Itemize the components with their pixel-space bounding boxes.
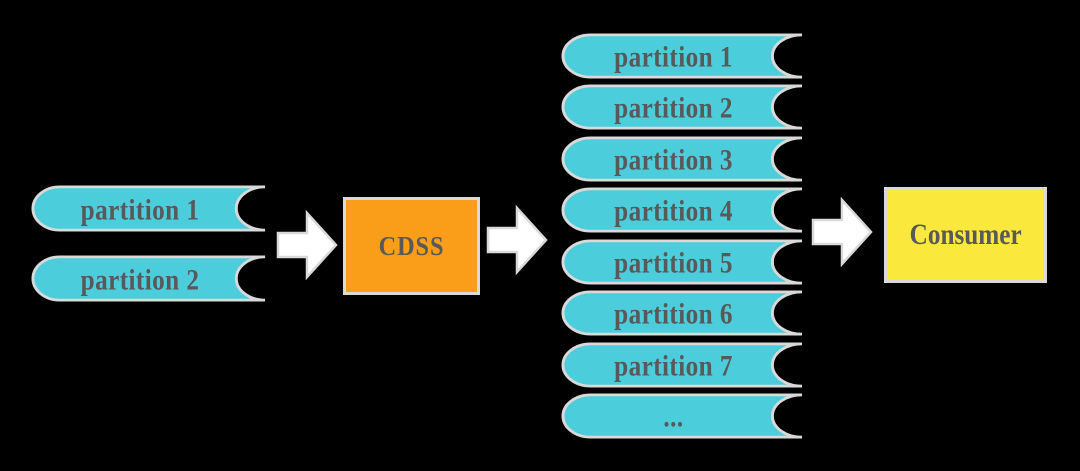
output-partition-more-pill: ... [561, 393, 804, 439]
partition-label: partition 2 [80, 262, 200, 296]
partition-label: partition 1 [80, 192, 200, 226]
partition-cylinder-shape [561, 290, 803, 336]
output-partition-7-pill: partition 7 [561, 342, 804, 388]
input-partition-1-pill: partition 1 [31, 185, 267, 232]
partition-cylinder-shape [31, 185, 266, 232]
output-partition-4-pill: partition 4 [561, 187, 804, 233]
arrow-cdss-to-partitions-icon [486, 204, 548, 276]
partition-cylinder-shape [561, 187, 803, 233]
consumer-label: Consumer [909, 218, 1022, 251]
partition-cylinder-shape [561, 239, 803, 285]
partition-label: partition 5 [614, 246, 733, 280]
partition-label: partition 3 [614, 143, 733, 177]
input-partition-2-pill: partition 2 [31, 255, 267, 302]
arrow-partitions-to-consumer-icon [811, 196, 873, 268]
output-partition-5-pill: partition 5 [561, 239, 804, 285]
partition-cylinder-shape [31, 255, 266, 302]
partition-label: partition 4 [614, 194, 733, 228]
partition-label: partition 7 [614, 349, 733, 383]
partition-label: partition 1 [614, 40, 733, 74]
arrow-input-to-cdss-icon [276, 209, 338, 281]
output-partition-6-pill: partition 6 [561, 290, 804, 336]
partition-label: partition 6 [614, 297, 733, 331]
partition-cylinder-shape [561, 136, 803, 182]
partition-cylinder-shape [561, 84, 803, 130]
cdss-label: CDSS [378, 230, 445, 261]
partition-cylinder-shape [561, 393, 803, 439]
partition-label: ... [663, 400, 684, 434]
cdss-node: CDSS [343, 197, 480, 295]
consumer-node: Consumer [884, 187, 1047, 283]
partition-label: partition 2 [614, 91, 733, 125]
partition-cylinder-shape [561, 33, 803, 79]
partition-cylinder-shape [561, 342, 803, 388]
output-partition-2-pill: partition 2 [561, 84, 804, 130]
output-partition-3-pill: partition 3 [561, 136, 804, 182]
output-partition-1-pill: partition 1 [561, 33, 804, 79]
